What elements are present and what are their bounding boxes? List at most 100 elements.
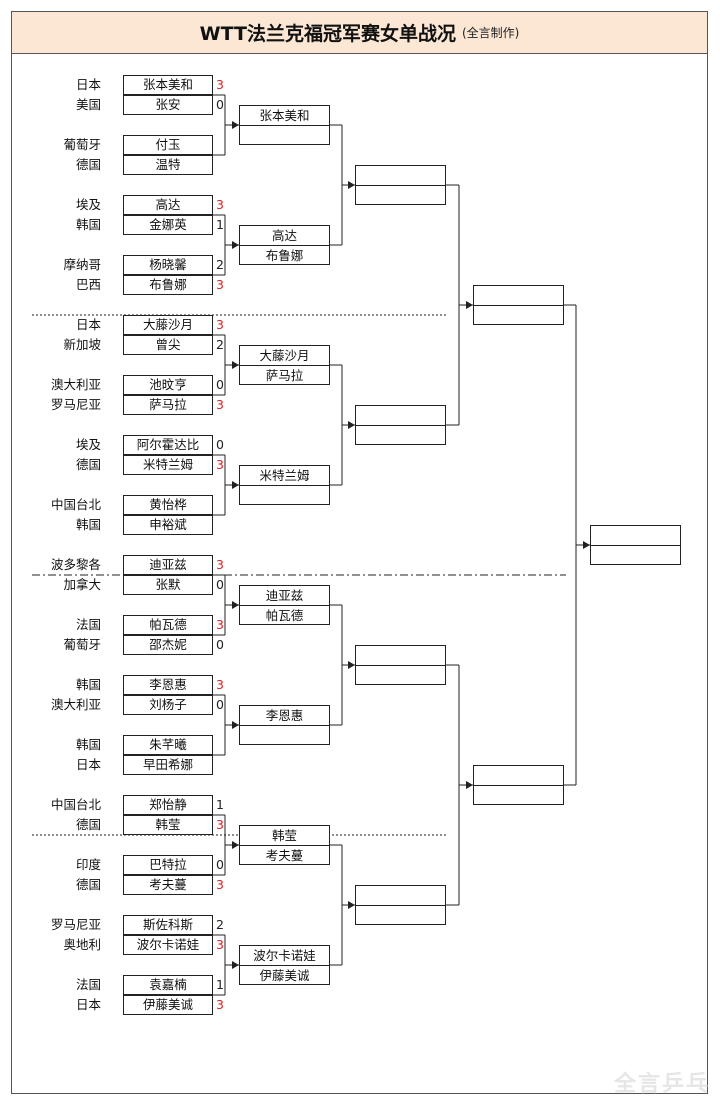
player-name-box: 高达 [123, 195, 213, 215]
slot-top [474, 286, 563, 306]
player-country: 日本 [75, 997, 101, 1012]
slot-bottom: 萨马拉 [265, 368, 304, 383]
player-name-box: 迪亚兹 [123, 555, 213, 575]
slot-top [356, 166, 445, 186]
player-score: 1 [216, 977, 224, 992]
arrow-icon [466, 781, 473, 789]
player-country: 葡萄牙 [63, 137, 101, 152]
arrow-icon [232, 961, 239, 969]
slot-bottom: 伊藤美诚 [259, 968, 310, 983]
arrow-icon [232, 121, 239, 129]
title-bar: WTT法兰克福冠军赛女单战况 (全言制作) [12, 12, 707, 54]
slot-top: 李恩惠 [240, 706, 329, 726]
slot-bottom: 帕瓦德 [265, 608, 304, 623]
arrow-icon [232, 241, 239, 249]
round2-box: 韩莹考夫蔓 [239, 825, 330, 865]
player-name-box: 波尔卡诺娃 [123, 935, 213, 955]
player-country: 印度 [75, 857, 101, 872]
player-country: 波多黎各 [50, 557, 101, 572]
player-country: 日本 [75, 757, 101, 772]
player-score: 0 [216, 437, 224, 452]
page-title: WTT法兰克福冠军赛女单战况 [199, 23, 456, 45]
player-score: 0 [216, 377, 224, 392]
slot-top [356, 406, 445, 426]
player-country: 澳大利亚 [50, 377, 101, 392]
round2-box: 米特兰姆 [239, 465, 330, 505]
player-country: 摩纳哥 [63, 257, 101, 272]
player-country: 埃及 [75, 197, 101, 212]
player-country: 中国台北 [50, 797, 101, 812]
arrow-icon [232, 601, 239, 609]
player-country: 日本 [75, 317, 101, 332]
player-name-box: 刘杨子 [123, 695, 213, 715]
player-country: 巴西 [75, 277, 101, 292]
slot-top [356, 886, 445, 906]
player-score: 2 [216, 337, 224, 352]
player-name-box: 黄怡桦 [123, 495, 213, 515]
player-score [216, 515, 228, 535]
player-country: 澳大利亚 [50, 697, 101, 712]
player-name-box: 考夫蔓 [123, 875, 213, 895]
player-country: 新加坡 [63, 337, 101, 352]
player-name-box: 张安 [123, 95, 213, 115]
player-country: 韩国 [75, 737, 101, 752]
slot-top: 高达 [240, 226, 329, 246]
slot-bottom [356, 666, 445, 685]
player-name-box: 米特兰姆 [123, 455, 213, 475]
slot-top [591, 526, 680, 546]
player-score: 3 [216, 397, 224, 412]
round2-box: 张本美和 [239, 105, 330, 145]
outer-frame [11, 11, 708, 1094]
slot-bottom [356, 426, 445, 445]
player-score [216, 495, 228, 515]
round3-box [355, 405, 446, 445]
player-name-box: 帕瓦德 [123, 615, 213, 635]
player-score: 3 [216, 457, 224, 472]
player-name-box: 杨晓馨 [123, 255, 213, 275]
player-country: 葡萄牙 [63, 637, 101, 652]
player-name-box: 朱芊曦 [123, 735, 213, 755]
player-score: 1 [216, 797, 224, 812]
player-score: 3 [216, 77, 224, 92]
player-country: 德国 [75, 817, 101, 832]
player-name-box: 巴特拉 [123, 855, 213, 875]
slot-top: 韩莹 [240, 826, 329, 846]
arrow-icon [348, 421, 355, 429]
arrow-icon [348, 181, 355, 189]
slot-top: 张本美和 [240, 106, 329, 126]
player-score [216, 735, 228, 755]
player-name-box: 早田希娜 [123, 755, 213, 775]
player-name-box: 张本美和 [123, 75, 213, 95]
player-score: 0 [216, 637, 224, 652]
player-name-box: 布鲁娜 [123, 275, 213, 295]
slot-top: 大藤沙月 [240, 346, 329, 366]
semifinal-box [473, 765, 564, 805]
player-country: 罗马尼亚 [50, 917, 101, 932]
player-score: 0 [216, 857, 224, 872]
slot-bottom: 考夫蔓 [265, 848, 304, 863]
player-country: 奥地利 [63, 937, 101, 952]
round3-box [355, 165, 446, 205]
arrow-icon [232, 841, 239, 849]
player-score: 2 [216, 257, 224, 272]
player-name-box: 斯佐科斯 [123, 915, 213, 935]
round3-box [355, 645, 446, 685]
arrow-icon [583, 541, 590, 549]
player-name-box: 伊藤美诚 [123, 995, 213, 1015]
player-country: 日本 [75, 77, 101, 92]
player-name-box: 萨马拉 [123, 395, 213, 415]
player-country: 罗马尼亚 [50, 397, 101, 412]
player-score: 3 [216, 557, 224, 572]
player-country: 法国 [75, 617, 101, 632]
player-name-box: 韩莹 [123, 815, 213, 835]
player-name-box: 李恩惠 [123, 675, 213, 695]
player-score [216, 155, 228, 175]
player-score: 3 [216, 817, 224, 832]
player-country: 美国 [75, 97, 101, 112]
player-score: 1 [216, 217, 224, 232]
slot-bottom [240, 486, 329, 505]
player-score: 3 [216, 937, 224, 952]
slot-bottom [474, 786, 563, 805]
player-name-box: 郑怡静 [123, 795, 213, 815]
